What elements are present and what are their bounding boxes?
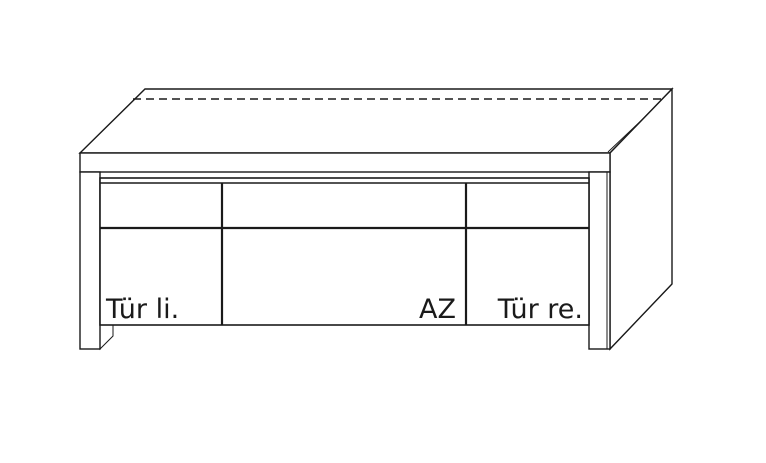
carcass-body [99, 177, 590, 326]
label-middle-compartment: AZ [419, 294, 456, 325]
top-surface [78, 88, 674, 154]
top-slab-front [79, 152, 611, 173]
label-left-door: Tür li. [105, 294, 179, 325]
label-right-door: Tür re. [497, 294, 583, 325]
left-leg [79, 171, 101, 350]
